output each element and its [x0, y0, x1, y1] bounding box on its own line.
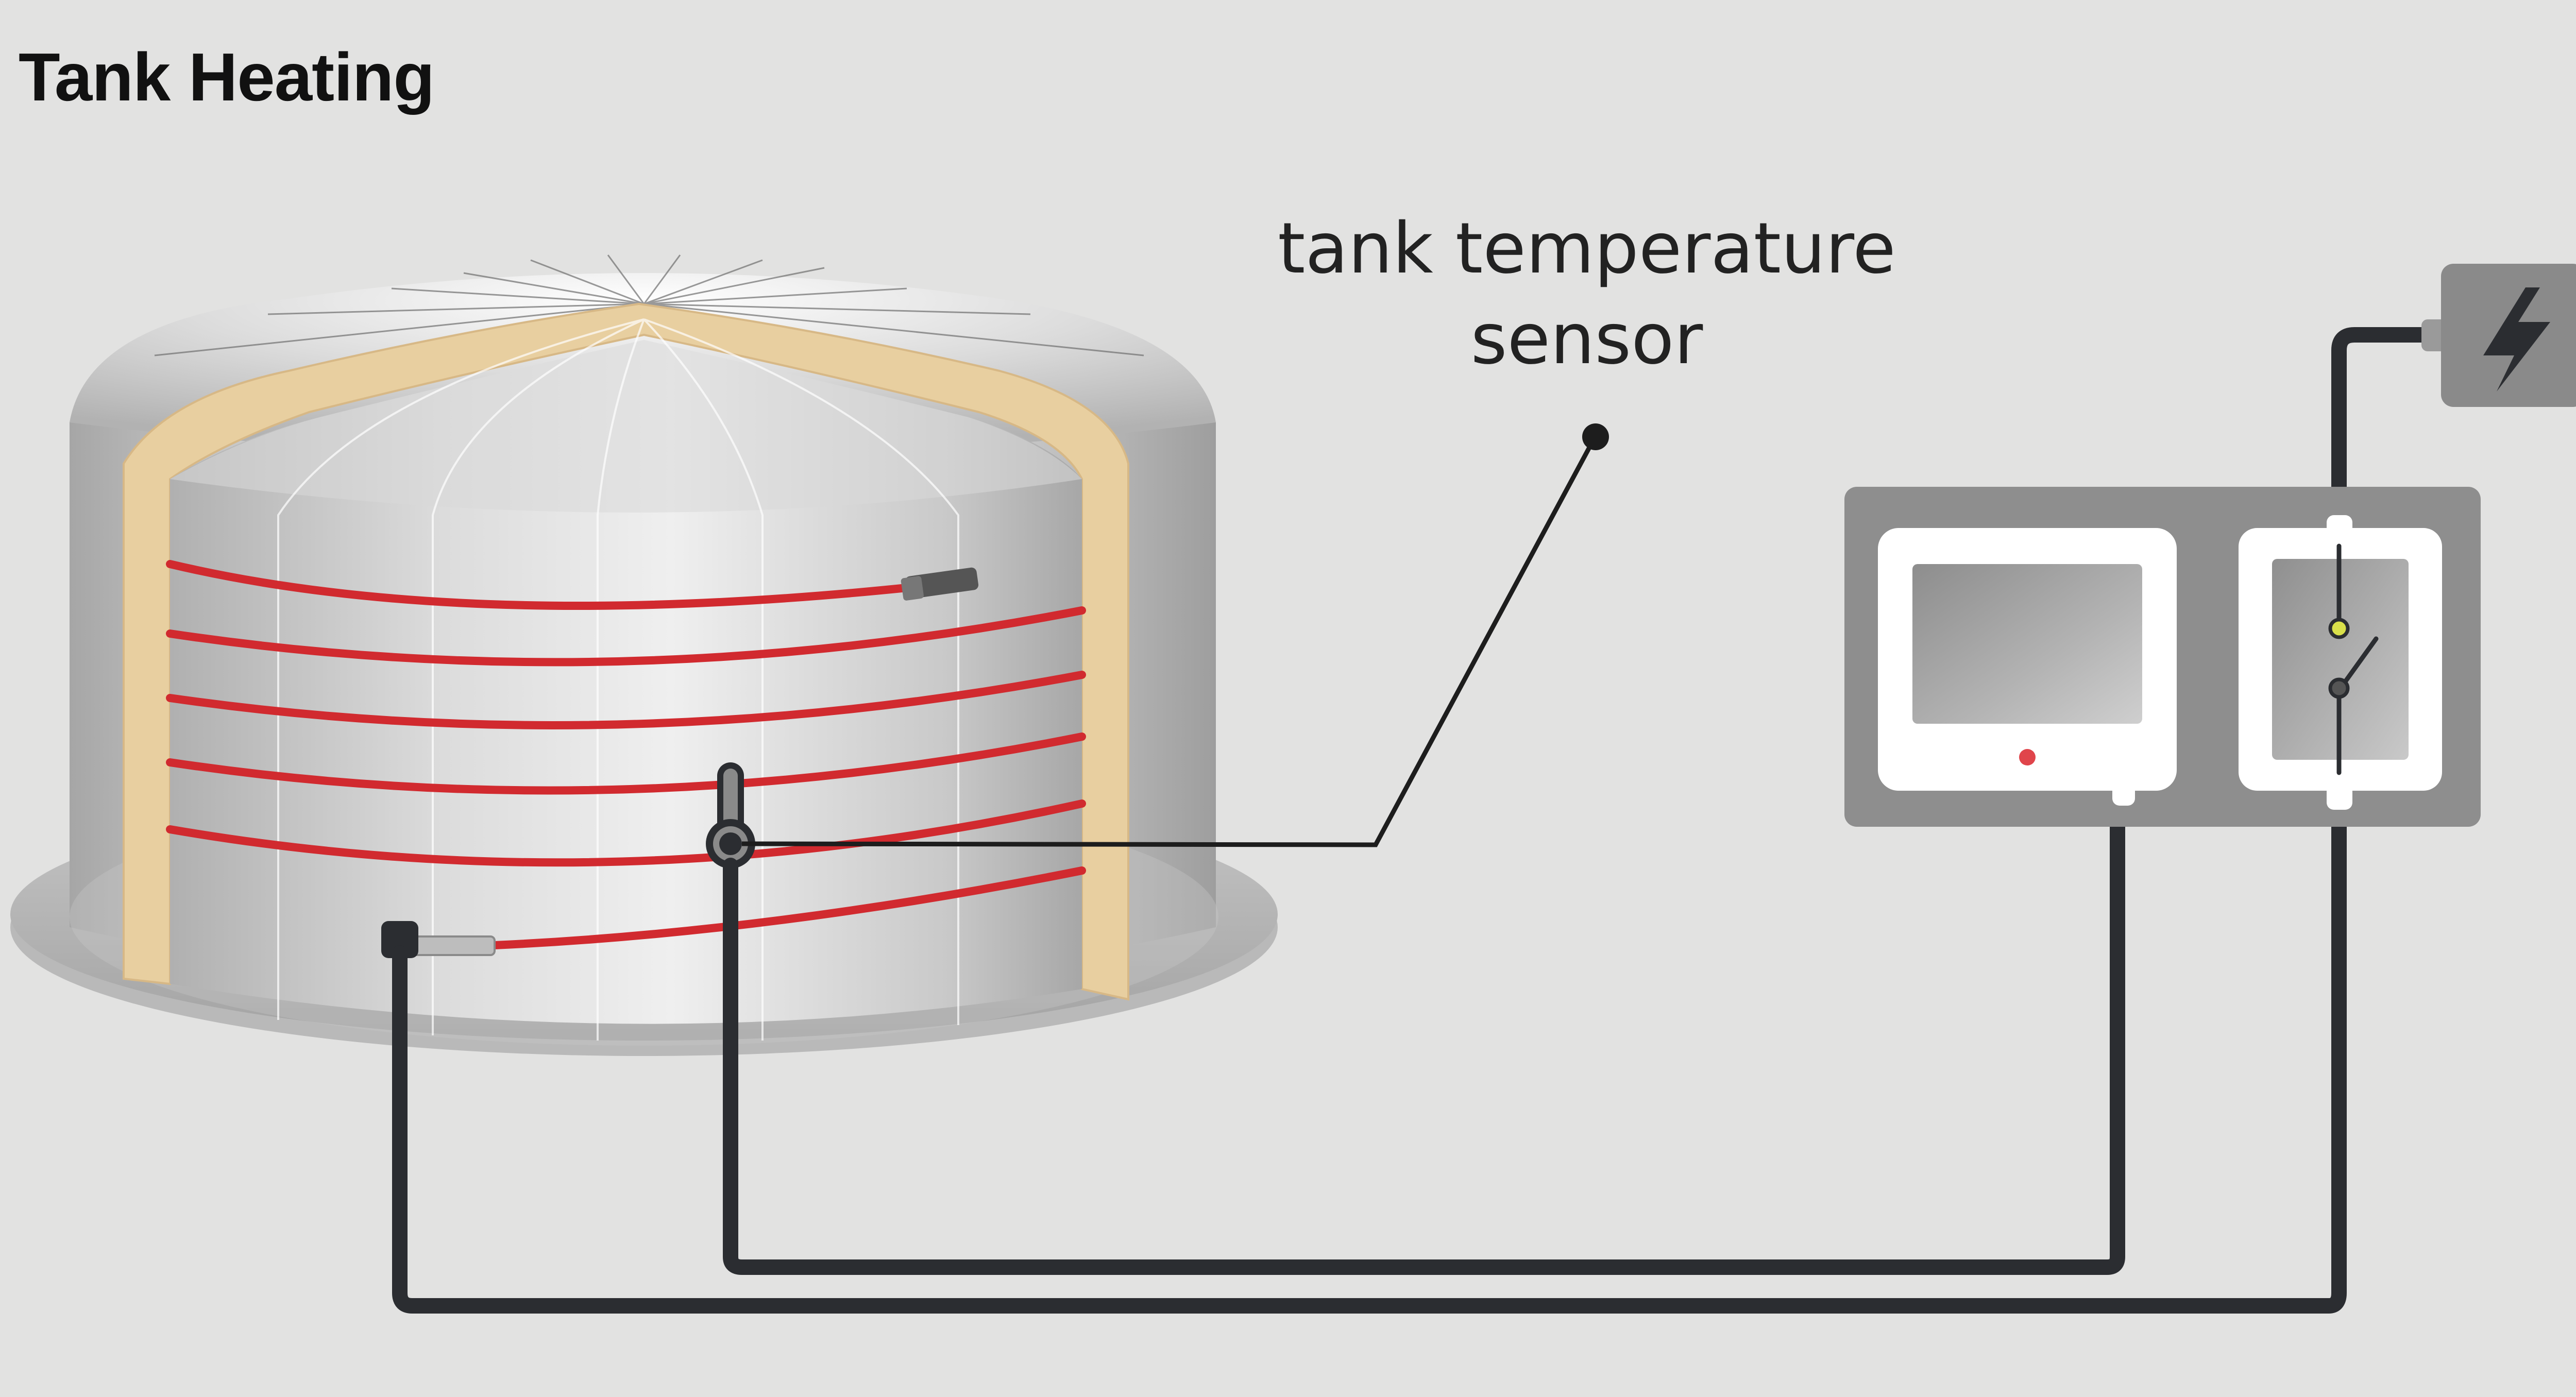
page-title: Tank Heating — [19, 39, 435, 115]
sensor-label-line-2: sensor — [1470, 299, 1703, 380]
insulation-layer — [123, 302, 1129, 1001]
cable-end-cap — [901, 567, 979, 601]
sensor-leader-line — [741, 436, 1597, 847]
sensor-label: tank temperature sensor — [1185, 203, 1989, 385]
controller-led — [2019, 749, 2036, 765]
power-wire — [2331, 327, 2439, 538]
switch-led — [2328, 618, 2350, 639]
heating-cable-wire — [392, 786, 2347, 1314]
contactor-switch — [2239, 515, 2442, 810]
sensor-leader-dot — [1582, 423, 1609, 450]
lightning-bolt-icon — [2483, 287, 2550, 391]
power-source — [2421, 264, 2576, 407]
sensor-wire — [723, 786, 2125, 1275]
heating-cable — [166, 560, 1086, 949]
thermostat-controller — [1878, 528, 2177, 806]
sensor-label-line-1: tank temperature — [1278, 208, 1896, 289]
thermometer-icon — [706, 762, 755, 868]
inner-tank — [170, 318, 1082, 1041]
cable-connector — [381, 921, 496, 958]
